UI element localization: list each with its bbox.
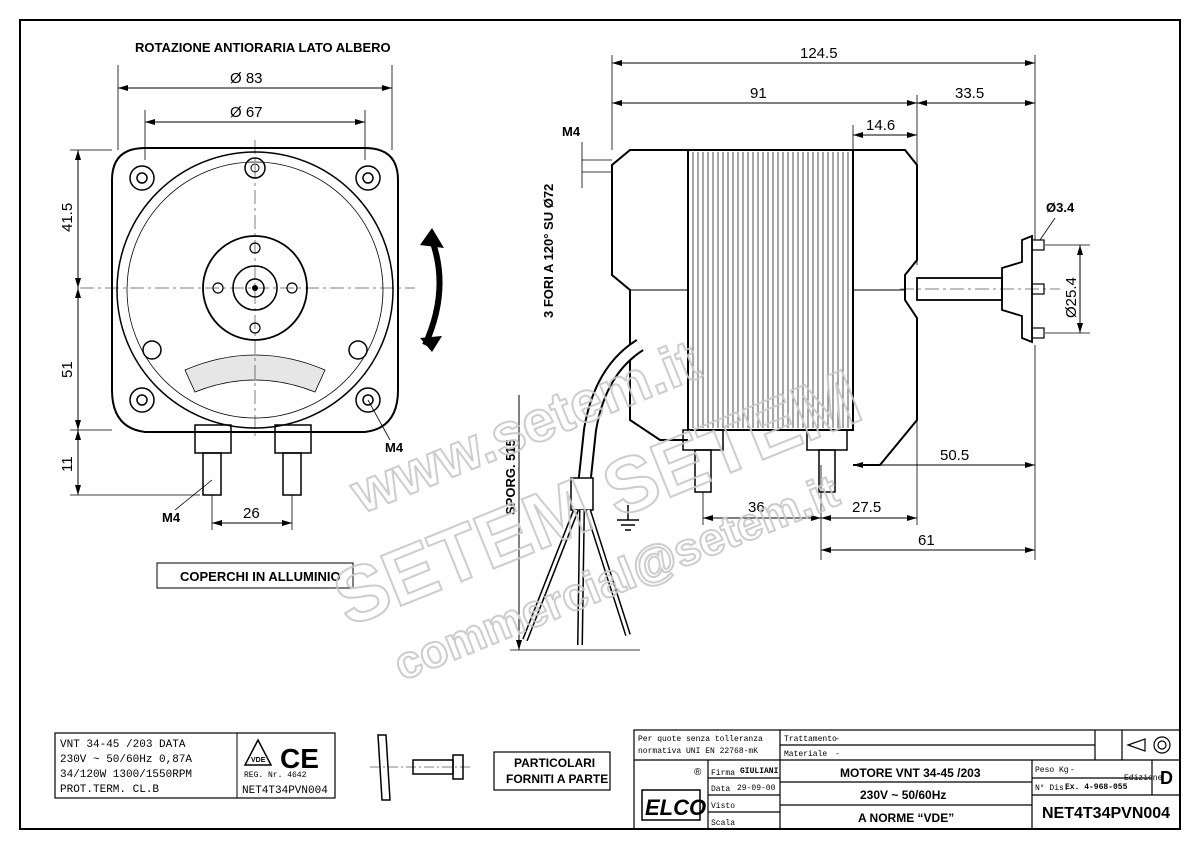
projection-symbol-icon [1126,736,1171,754]
svg-text:VDE: VDE [251,757,266,764]
ground-icon [617,505,639,531]
svg-text:34/120W 1300/1550RPM: 34/120W 1300/1550RPM [60,769,192,781]
svg-text:Data: Data [711,785,730,794]
svg-text:-: - [835,735,840,744]
svg-text:Per quote senza tolleranza: Per quote senza tolleranza [638,735,763,744]
dim-dia-67: Ø 67 [230,104,263,121]
dim-36: 36 [748,499,765,516]
dim-124-5: 124.5 [800,45,838,62]
svg-text:Trattamento: Trattamento [784,735,837,744]
drawing-frame [19,19,1181,830]
mounting-feet [194,424,312,496]
ce-mark: CE [280,743,319,774]
dim-41-5: 41.5 [59,203,76,232]
svg-text:230V ~ 50/60Hz: 230V ~ 50/60Hz [860,788,946,802]
rear-shield [853,149,918,466]
watermark: www.setem.it SETEM SETEM commercial@sete… [320,327,873,692]
covers-note: COPERCHI IN ALLUMINIO [180,569,341,584]
dim-dia-83: Ø 83 [230,70,263,87]
svg-text:Peso Kg: Peso Kg [1035,766,1069,775]
thread-label-screw: M4 [385,440,404,455]
vde-logo [243,738,273,766]
rotation-arrow [422,238,443,347]
svg-text:Ex. 4-968-055: Ex. 4-968-055 [1065,783,1128,792]
corner-screws [129,165,381,413]
dim-91: 91 [750,85,767,102]
spec-box: VNT 34-45 /203 DATA 230V ~ 50/60Hz 0,87A… [54,732,336,799]
dim-26: 26 [243,505,260,522]
svg-text:NET4T34PVN004: NET4T34PVN004 [242,785,328,797]
svg-text:Visto: Visto [711,802,735,811]
svg-text:Firma: Firma [711,769,735,778]
svg-text:REG. Nr. 4642: REG. Nr. 4642 [244,771,307,780]
drawing-title: MOTORE VNT 34-45 /203 [840,766,981,780]
cable-length: SPORG. 515 [503,439,518,515]
dim-11: 11 [59,456,76,472]
dim-61: 61 [918,532,935,549]
dim-14-6: 14.6 [866,117,895,134]
dim-27-5: 27.5 [852,499,881,516]
svg-text:29-09-00: 29-09-00 [737,784,776,793]
thread-label-side: M4 [562,124,581,139]
svg-text:-: - [1070,766,1075,775]
drawing-code: NET4T34PVN004 [1042,805,1170,822]
svg-text:normativa UNI EN 22768-mK: normativa UNI EN 22768-mK [638,747,758,756]
title-block [633,729,1181,830]
svg-text:N° Dis.: N° Dis. [1035,784,1069,793]
front-view: ROTAZIONE ANTIORARIA LATO ALBERO Ø 83 Ø … [59,40,444,589]
accessories-box [493,751,611,791]
svg-text:PARTICOLARI: PARTICOLARI [514,756,595,770]
hole-dia: Ø3.4 [1046,200,1075,215]
holes-note: 3 FORI A 120° SU Ø72 [541,184,556,318]
svg-text:VNT 34-45 /203 DATA: VNT 34-45 /203 DATA [60,739,186,751]
elco-logo [641,789,701,821]
rotation-note: ROTAZIONE ANTIORARIA LATO ALBERO [135,40,391,55]
svg-text:PROT.TERM. CL.B: PROT.TERM. CL.B [60,784,159,796]
svg-text:D: D [1160,768,1173,788]
side-view: 124.5 91 33.5 14.6 M4 3 FORI A 120° SU Ø… [503,45,1090,651]
svg-text:FORNITI A PARTE: FORNITI A PARTE [506,772,608,786]
svg-text:A NORME “VDE”: A NORME “VDE” [858,811,954,825]
svg-text:Scala: Scala [711,819,735,828]
svg-text:230V ~ 50/60Hz 0,87A: 230V ~ 50/60Hz 0,87A [60,754,192,766]
flange [1001,234,1033,344]
svg-text:Materiale: Materiale [784,750,827,759]
dim-33-5: 33.5 [955,85,984,102]
svg-text:®: ® [694,767,702,778]
svg-text:Edizione: Edizione [1124,774,1163,783]
front-shield [611,149,688,441]
accessory-bolt [370,734,470,801]
lamination-lines [692,152,849,428]
dim-50-5: 50.5 [940,447,969,464]
dim-51: 51 [59,361,76,378]
flange-dia: Ø25.4 [1063,277,1080,318]
thread-label-feet: M4 [162,510,181,525]
svg-text:ELCO: ELCO [645,795,706,820]
motor-end-shield [111,147,399,433]
covers-note-box [156,562,354,589]
svg-text:-: - [835,750,840,759]
svg-text:GIULIANI: GIULIANI [740,767,779,776]
